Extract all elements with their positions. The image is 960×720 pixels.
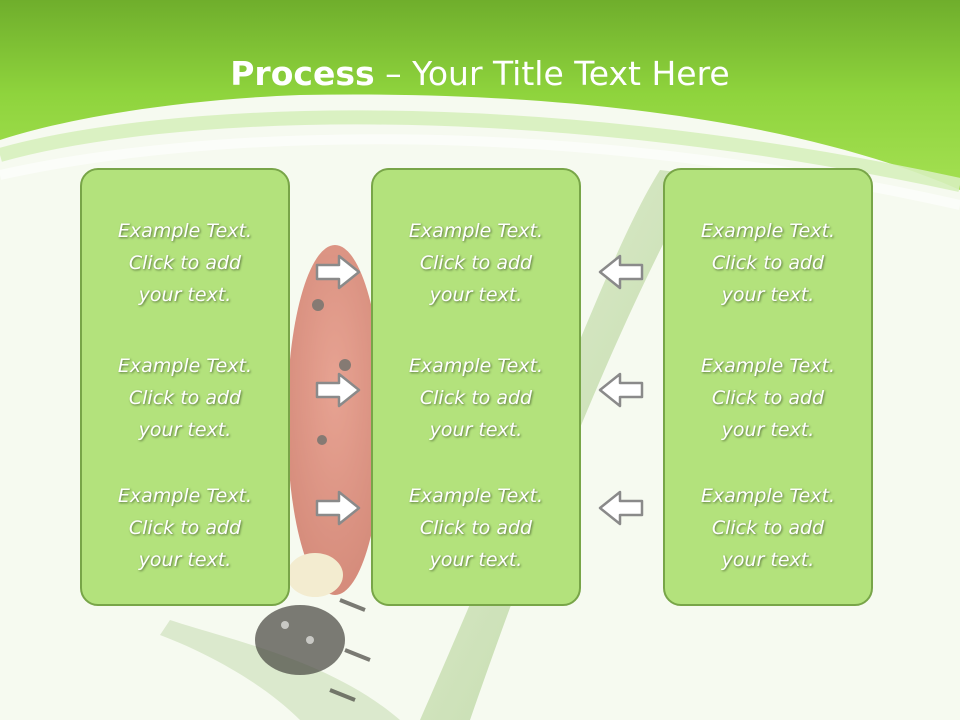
text-line: Click to add (419, 387, 533, 409)
text-line: Click to add (128, 517, 242, 539)
title-rest: – Your Title Text Here (374, 54, 730, 93)
text-line: Click to add (711, 387, 825, 409)
text-placeholder[interactable]: Example Text. Click to add your text. (82, 215, 288, 311)
text-placeholder[interactable]: Example Text. Click to add your text. (665, 480, 871, 576)
arrow-left-icon[interactable] (597, 488, 645, 528)
arrow-right-icon[interactable] (314, 370, 362, 410)
text-placeholder[interactable]: Example Text. Click to add your text. (373, 215, 579, 311)
text-line: Example Text. (700, 355, 836, 377)
arrow-right-icon[interactable] (314, 488, 362, 528)
text-line: Example Text. (408, 485, 544, 507)
panel-left[interactable]: Example Text. Click to add your text. Ex… (80, 168, 290, 606)
text-line: Click to add (711, 252, 825, 274)
text-line: Example Text. (408, 220, 544, 242)
slide-title[interactable]: Process – Your Title Text Here (0, 52, 960, 96)
header-band (0, 0, 960, 190)
arrow-left-icon[interactable] (597, 252, 645, 292)
text-line: your text. (138, 284, 232, 306)
text-placeholder[interactable]: Example Text. Click to add your text. (373, 350, 579, 446)
panel-right[interactable]: Example Text. Click to add your text. Ex… (663, 168, 873, 606)
arrow-right-icon[interactable] (314, 252, 362, 292)
text-line: your text. (429, 284, 523, 306)
panel-center[interactable]: Example Text. Click to add your text. Ex… (371, 168, 581, 606)
text-placeholder[interactable]: Example Text. Click to add your text. (665, 350, 871, 446)
text-line: Example Text. (117, 220, 253, 242)
text-placeholder[interactable]: Example Text. Click to add your text. (373, 480, 579, 576)
text-line: Example Text. (117, 485, 253, 507)
text-line: Click to add (419, 252, 533, 274)
title-bold: Process (230, 54, 375, 93)
text-line: Example Text. (408, 355, 544, 377)
text-line: Example Text. (700, 485, 836, 507)
arrow-left-icon[interactable] (597, 370, 645, 410)
text-line: your text. (138, 549, 232, 571)
text-line: your text. (429, 419, 523, 441)
text-line: Example Text. (117, 355, 253, 377)
text-line: Click to add (128, 387, 242, 409)
text-line: your text. (429, 549, 523, 571)
text-line: Click to add (711, 517, 825, 539)
text-line: your text. (721, 549, 815, 571)
text-placeholder[interactable]: Example Text. Click to add your text. (665, 215, 871, 311)
text-placeholder[interactable]: Example Text. Click to add your text. (82, 350, 288, 446)
text-line: your text. (721, 419, 815, 441)
header-curve (0, 110, 960, 192)
text-line: Click to add (419, 517, 533, 539)
text-line: Example Text. (700, 220, 836, 242)
text-line: your text. (138, 419, 232, 441)
text-line: your text. (721, 284, 815, 306)
text-line: Click to add (128, 252, 242, 274)
text-placeholder[interactable]: Example Text. Click to add your text. (82, 480, 288, 576)
